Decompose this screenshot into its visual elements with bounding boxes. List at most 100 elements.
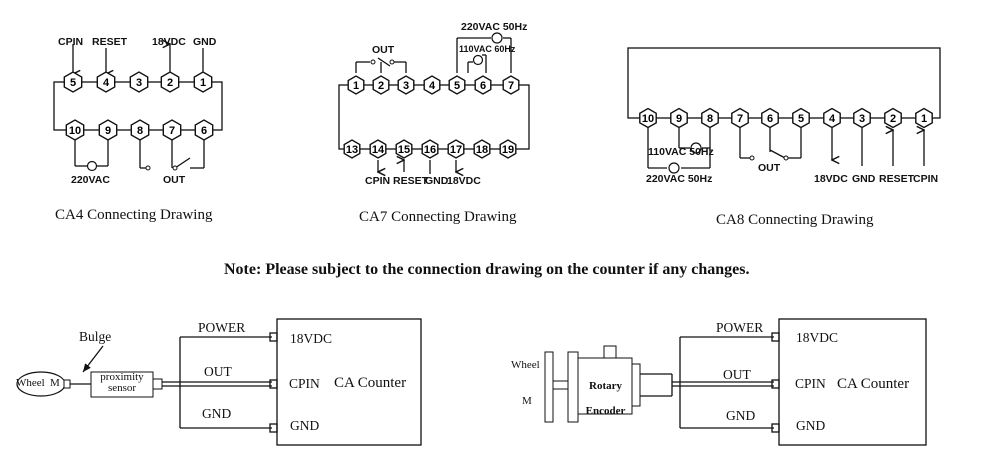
- ca4-cpin-label: CPIN: [58, 36, 84, 48]
- ca4-pin-9: 9: [98, 119, 118, 141]
- svg-text:3: 3: [403, 80, 409, 92]
- ca4-220vac-label: 220VAC: [71, 174, 110, 186]
- ca8-gnd-label: GND: [852, 173, 876, 185]
- svg-text:18: 18: [476, 144, 488, 156]
- ca8-pin-3: 3: [853, 107, 871, 129]
- note-text: Note: Please subject to the connection d…: [224, 261, 750, 278]
- ca7-110vac-label: 110VAC 60Hz: [459, 44, 516, 54]
- ca8-pin-5: 5: [792, 107, 810, 129]
- ca7-reset-label: RESET: [393, 175, 429, 187]
- ca4-pin-4: 4: [96, 71, 116, 93]
- ca8-pin-2: 2: [884, 107, 902, 129]
- svg-text:13: 13: [346, 144, 358, 156]
- svg-text:8: 8: [707, 113, 713, 125]
- svg-text:10: 10: [69, 125, 81, 137]
- ca8-caption: CA8 Connecting Drawing: [716, 212, 874, 228]
- ca8-18vdc-label: 18VDC: [814, 173, 848, 185]
- terminal-18vdc-right: 18VDC: [796, 330, 839, 345]
- wheel-label-right: Wheel: [511, 359, 540, 371]
- terminal-18vdc-left: 18VDC: [290, 331, 333, 346]
- ca7-220vac-label: 220VAC 50Hz: [461, 21, 528, 33]
- svg-text:6: 6: [480, 80, 486, 92]
- svg-text:5: 5: [70, 77, 76, 89]
- ca7-pin-17: 17: [447, 139, 465, 159]
- ca7-pin-15: 15: [395, 139, 413, 159]
- svg-text:5: 5: [798, 113, 804, 125]
- ca4-pin-8: 8: [130, 119, 150, 141]
- ca-counter-label-right: CA Counter: [837, 376, 910, 392]
- svg-text:3: 3: [859, 113, 865, 125]
- ca7-pin-14: 14: [369, 139, 387, 159]
- ca7-pin-4: 4: [423, 75, 441, 95]
- svg-text:9: 9: [676, 113, 682, 125]
- terminal-gnd-left: GND: [290, 418, 320, 433]
- svg-text:5: 5: [454, 80, 460, 92]
- svg-text:1: 1: [353, 80, 359, 92]
- ca8-pin-8: 8: [701, 107, 719, 129]
- ca4-pin-3: 3: [129, 71, 149, 93]
- ca8-pin-9: 9: [670, 107, 688, 129]
- svg-text:7: 7: [737, 113, 743, 125]
- ca7-pin-16: 16: [421, 139, 439, 159]
- gnd-label-right: GND: [726, 408, 756, 423]
- svg-text:4: 4: [103, 77, 110, 89]
- ca4-out-label: OUT: [163, 174, 186, 186]
- svg-text:6: 6: [201, 125, 207, 137]
- ca7-pin-6: 6: [474, 75, 492, 95]
- ca4-pin-6: 6: [194, 119, 214, 141]
- svg-text:4: 4: [429, 80, 436, 92]
- power-label-left: POWER: [198, 320, 246, 335]
- m-label-right: M: [522, 395, 532, 407]
- ca4-pin-1: 1: [193, 71, 213, 93]
- svg-text:19: 19: [502, 144, 514, 156]
- terminal-gnd-right: GND: [796, 418, 826, 433]
- ca7-caption: CA7 Connecting Drawing: [359, 209, 517, 225]
- ca7-pin-7: 7: [502, 75, 520, 95]
- bulge-shape: [63, 379, 71, 389]
- ca4-pin-7: 7: [162, 119, 182, 141]
- svg-text:8: 8: [137, 125, 143, 137]
- svg-text:14: 14: [372, 144, 385, 156]
- ca8-reset-label: RESET: [879, 173, 915, 185]
- svg-text:1: 1: [200, 77, 206, 89]
- ca7-pin-5: 5: [448, 75, 466, 95]
- svg-text:7: 7: [169, 125, 175, 137]
- ca7-cpin-label: CPIN: [365, 175, 391, 187]
- svg-text:17: 17: [450, 144, 462, 156]
- ca4-pin-2: 2: [160, 71, 180, 93]
- svg-text:15: 15: [398, 144, 410, 156]
- ca4-reset-label: RESET: [92, 36, 128, 48]
- svg-text:4: 4: [829, 113, 836, 125]
- out-label-right: OUT: [723, 367, 751, 382]
- ca8-pin-1: 1: [915, 107, 933, 129]
- svg-text:7: 7: [508, 80, 514, 92]
- ca7-pin-2: 2: [372, 75, 390, 95]
- ca8-pin-10: 10: [639, 107, 657, 129]
- ca-counter-label-left: CA Counter: [334, 375, 407, 391]
- svg-text:1: 1: [921, 113, 927, 125]
- ca7-pin-18: 18: [473, 139, 491, 159]
- ca4-pin-10: 10: [65, 119, 85, 141]
- terminal-cpin-left: CPIN: [289, 376, 320, 391]
- svg-text:2: 2: [167, 77, 173, 89]
- ca4-caption: CA4 Connecting Drawing: [55, 207, 213, 223]
- ca7-pin-19: 19: [499, 139, 517, 159]
- ca7-pin-13: 13: [343, 139, 361, 159]
- ca8-cpin-label: CPIN: [913, 173, 939, 185]
- bulge-label: Bulge: [79, 329, 112, 344]
- ca4-18vdc-label: 18VDC: [152, 36, 186, 48]
- wheel-label: Wheel: [16, 377, 45, 389]
- gnd-label-left: GND: [202, 406, 232, 421]
- wheel-m-label: M: [50, 377, 60, 389]
- svg-text:2: 2: [890, 113, 896, 125]
- ca8-pin-4: 4: [823, 107, 841, 129]
- ca8-220vac-label: 220VAC 50Hz: [646, 173, 713, 185]
- svg-text:6: 6: [767, 113, 773, 125]
- ca7-18vdc-label: 18VDC: [447, 175, 481, 187]
- ca4-gnd-label: GND: [193, 36, 217, 48]
- ca8-pin-7: 7: [731, 107, 749, 129]
